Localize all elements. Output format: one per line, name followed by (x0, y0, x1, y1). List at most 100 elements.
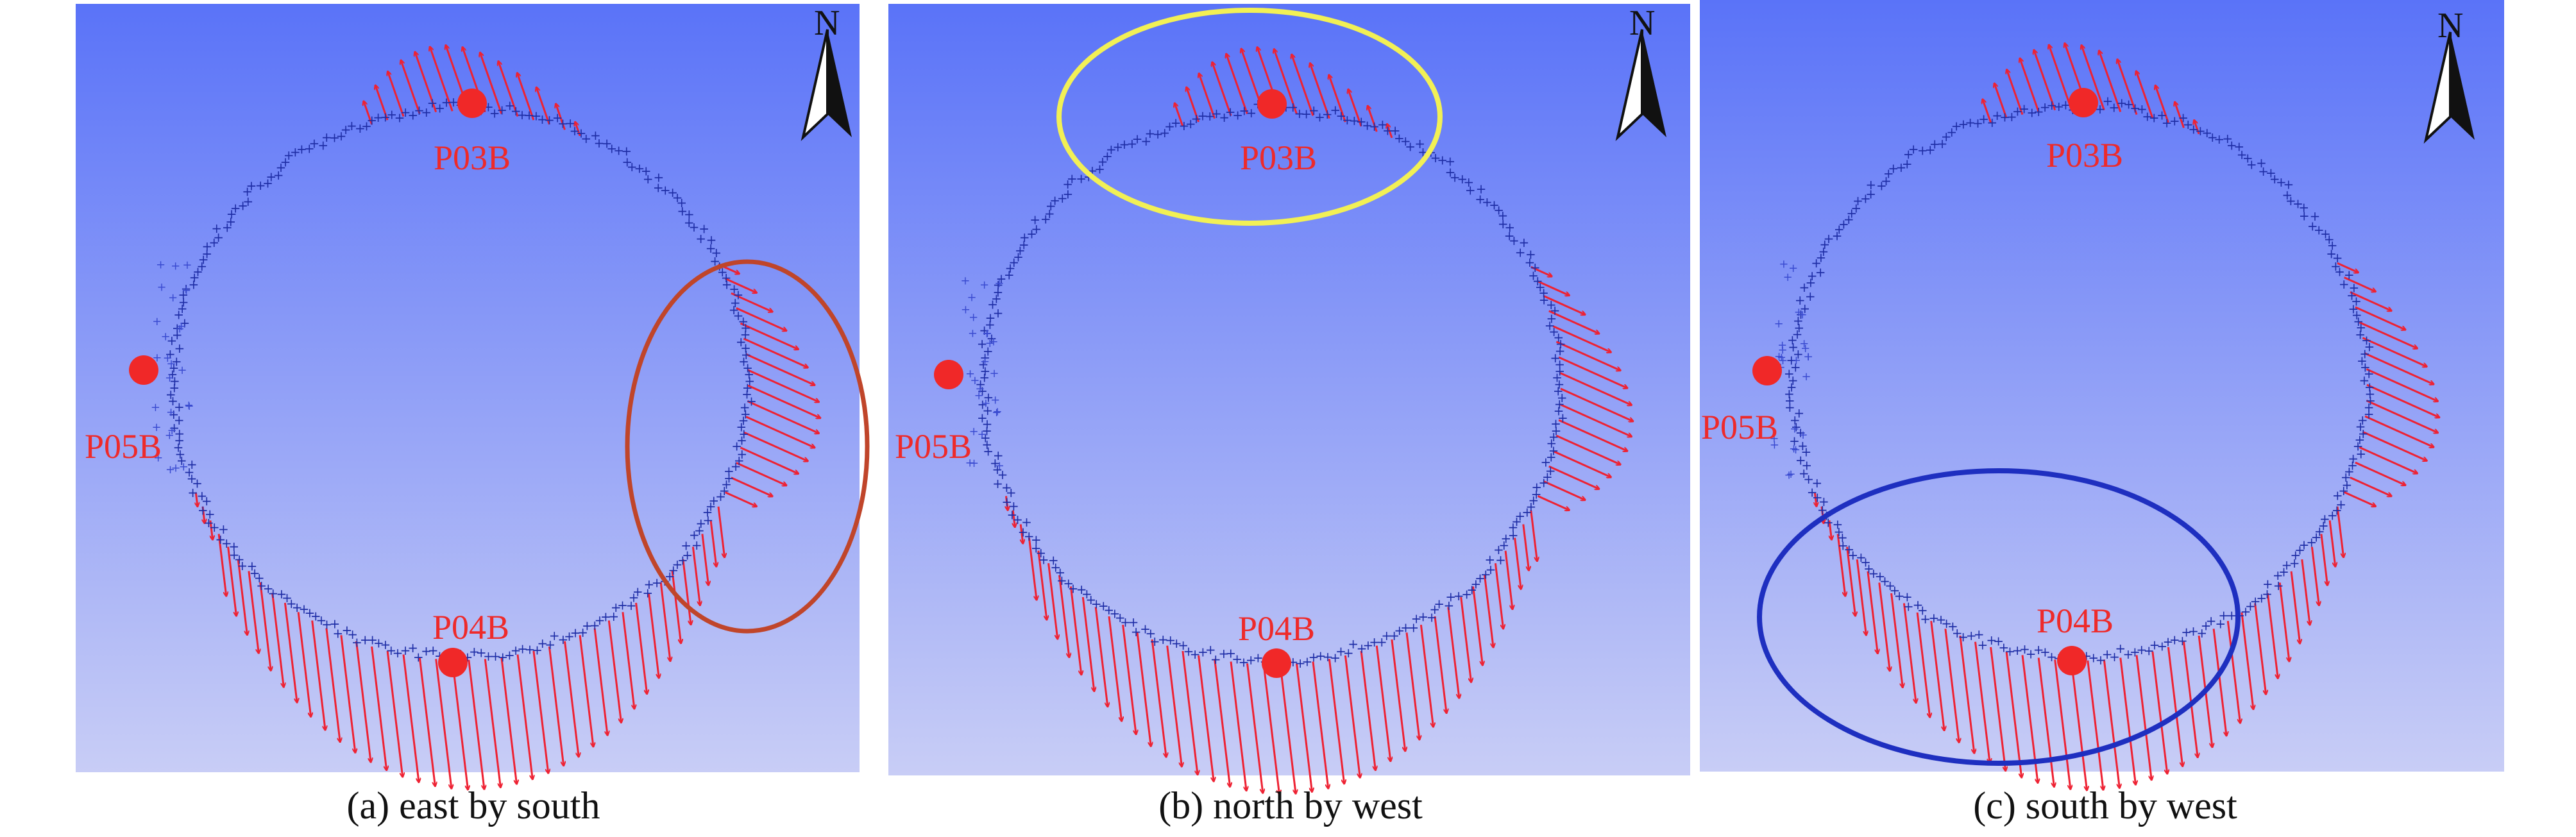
ring-cross-mark: + (169, 373, 180, 389)
displacement-vector (2183, 641, 2198, 757)
scatter-cross-mark: + (977, 428, 987, 441)
ring-cross-mark: + (1903, 599, 1914, 614)
ring-cross-mark: + (1999, 110, 2010, 125)
ring-cross-mark: + (1301, 106, 1312, 122)
ring-cross-mark: + (330, 616, 341, 632)
displacement-vector (1368, 106, 1378, 132)
ring-cross-mark: + (434, 100, 445, 115)
ring-cross-mark: + (490, 648, 501, 664)
displacement-vector (1360, 650, 1375, 770)
ring-cross-mark: + (178, 287, 189, 303)
displacement-vector (736, 307, 786, 330)
ring-cross-mark: + (1030, 212, 1040, 227)
displacement-vector (418, 657, 435, 786)
ring-cross-mark: + (632, 584, 643, 600)
ring-cross-mark: + (1498, 208, 1509, 223)
ring-cross-mark: + (2215, 616, 2226, 632)
ring-cross-mark: + (2053, 99, 2064, 114)
ring-cross-mark: + (1103, 602, 1114, 618)
ring-cross-mark: + (1788, 373, 1799, 388)
ring-cross-mark: + (1389, 628, 1400, 643)
ring-cross-mark: + (622, 155, 632, 170)
ring-cross-mark: + (230, 201, 241, 216)
ring-cross-mark: + (654, 170, 665, 185)
ring-cross-mark: + (1309, 103, 1319, 118)
ring-cross-mark: + (1110, 605, 1121, 621)
displacement-vector (2087, 660, 2103, 790)
ring-cross-mark: + (1112, 139, 1123, 155)
ring-cross-mark: + (441, 95, 452, 110)
ring-cross-mark: + (2144, 643, 2155, 659)
scatter-cross-mark: + (1789, 442, 1799, 455)
ring-cross-mark: + (577, 625, 588, 640)
displacement-vector (209, 520, 213, 540)
scatter-cross-mark: + (981, 397, 990, 410)
ring-cross-mark: + (310, 609, 321, 624)
ring-cross-mark: + (282, 590, 292, 605)
ring-cross-mark: + (2046, 97, 2057, 113)
ring-cross-mark: + (1902, 156, 1913, 172)
ring-cross-mark: + (600, 609, 611, 625)
ring-cross-mark: + (421, 105, 432, 120)
ring-cross-mark: + (537, 636, 548, 651)
ring-cross-mark: + (992, 476, 1003, 491)
ring-cross-mark: + (352, 634, 362, 650)
ring-cross-mark: + (174, 341, 185, 356)
north-arrow-icon (2423, 31, 2475, 144)
displacement-vector (1136, 632, 1151, 746)
ring-cross-mark: + (167, 333, 178, 348)
ring-cross-mark: + (341, 122, 352, 137)
ring-cross-mark: + (1239, 103, 1250, 119)
ring-cross-mark: + (2339, 276, 2350, 292)
ring-cross-mark: + (1929, 611, 1940, 626)
displacement-vector (1555, 341, 1620, 371)
ring-cross-mark: + (1295, 655, 1306, 671)
ring-cross-mark: + (1806, 275, 1817, 290)
ring-cross-mark: + (703, 512, 714, 528)
displacement-vector (2006, 69, 2024, 115)
ring-cross-mark: + (1504, 228, 1515, 244)
displacement-vector (1504, 550, 1513, 609)
displacement-vector (1069, 586, 1081, 675)
ring-cross-mark: + (740, 327, 751, 342)
ring-cross-mark: + (1521, 505, 1532, 520)
ring-cross-mark: + (736, 433, 747, 448)
displacement-vector (1348, 89, 1362, 127)
ring-cross-mark: + (1515, 244, 1526, 260)
ring-cross-mark: + (167, 367, 178, 382)
displacement-vector (2081, 45, 2105, 111)
ring-cross-mark: + (2318, 518, 2329, 534)
displacement-vector (532, 650, 548, 774)
ring-cross-mark: + (1048, 553, 1059, 568)
ring-cross-mark: + (174, 400, 185, 415)
ring-cross-mark: + (1012, 512, 1023, 527)
ring-cross-mark: + (1429, 602, 1440, 617)
ring-cross-mark: + (682, 548, 693, 563)
displacement-vector (2167, 647, 2182, 766)
ring-cross-mark: + (979, 370, 990, 385)
ring-cross-mark: + (590, 128, 601, 143)
ring-cross-mark: + (981, 437, 992, 452)
displacement-vector (1013, 510, 1015, 527)
ring-cross-mark: + (1843, 212, 1854, 227)
displacement-vector (2099, 51, 2122, 112)
ring-cross-mark: + (2365, 393, 2376, 409)
scatter-cross-mark: + (168, 291, 178, 305)
ring-cross-mark: + (1784, 400, 1795, 415)
ring-cross-mark: + (1411, 611, 1422, 626)
ring-cross-mark: + (1183, 644, 1194, 659)
ring-cross-mark: + (174, 433, 185, 448)
scatter-cross-mark: + (165, 429, 174, 443)
ring-cross-mark: + (2060, 97, 2071, 113)
ring-cross-mark: + (570, 123, 580, 139)
ring-cross-mark: + (1793, 346, 1804, 362)
displacement-vector (1878, 582, 1890, 671)
ring-cross-mark: + (517, 641, 528, 656)
displacement-vector (647, 593, 659, 679)
ring-cross-mark: + (428, 643, 439, 658)
ring-cross-mark: + (2338, 483, 2349, 498)
displacement-vector (415, 52, 437, 113)
ring-cross-mark: + (1805, 289, 1816, 304)
displacement-vector (1344, 655, 1360, 778)
ring-cross-mark: + (366, 113, 377, 128)
